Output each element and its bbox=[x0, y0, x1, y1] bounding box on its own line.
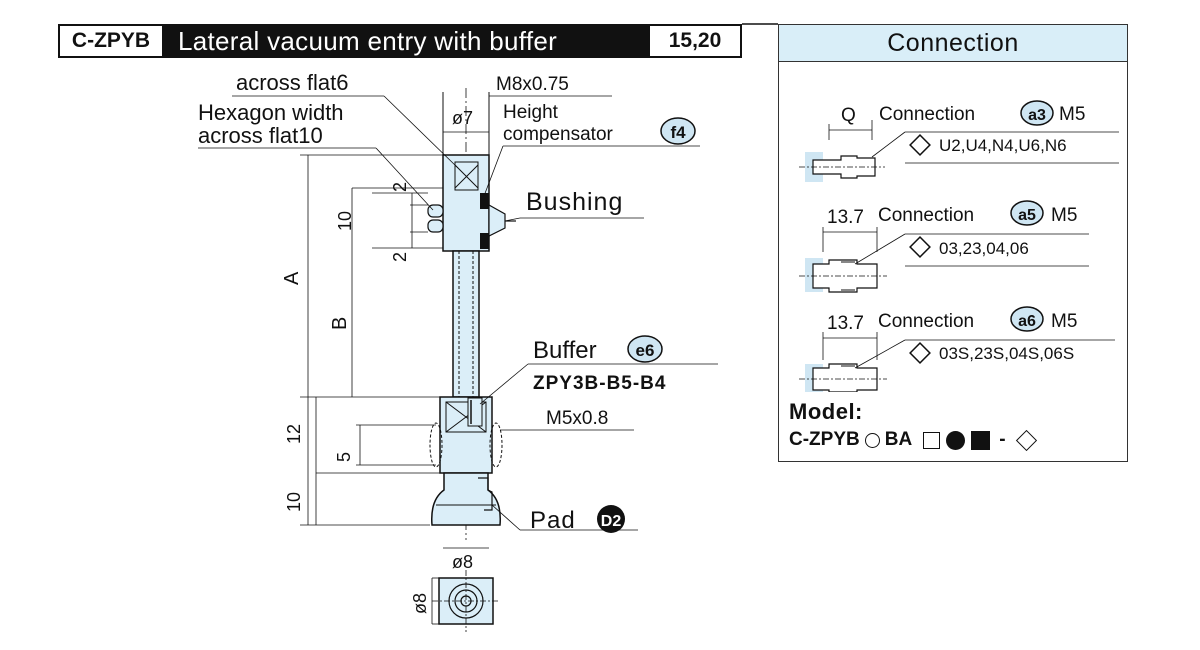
model-ba: BA bbox=[884, 429, 913, 450]
connection-label-a5: Connection bbox=[878, 205, 974, 226]
thread-label: M8x0.75 bbox=[496, 74, 569, 95]
hex-width-label-2: across flat10 bbox=[198, 123, 323, 148]
pad-side-diameter-label: ø8 bbox=[410, 593, 430, 614]
dim-5: 5 bbox=[334, 452, 354, 462]
model-prefix: C-ZPYB bbox=[789, 429, 860, 450]
open-square-icon bbox=[923, 431, 941, 449]
side-thread-label: M5x0.8 bbox=[546, 408, 608, 429]
diamond-icon bbox=[909, 236, 931, 258]
height-comp-label-2: compensator bbox=[503, 124, 614, 145]
connection-thread-a6: M5 bbox=[1051, 311, 1077, 332]
dim-2-top: 2 bbox=[390, 182, 410, 192]
svg-text:e6: e6 bbox=[636, 341, 655, 360]
technical-drawing: across flat6 Hexagon width across flat10… bbox=[198, 23, 778, 632]
svg-text:a6: a6 bbox=[1018, 313, 1036, 330]
bushing-label: Bushing bbox=[526, 188, 623, 216]
page-reference: 15,20 bbox=[648, 26, 740, 56]
badge-f4 bbox=[660, 117, 696, 145]
svg-text:a5: a5 bbox=[1018, 207, 1036, 224]
connection-label-a3: Connection bbox=[879, 104, 975, 125]
connection-panel-title: Connection bbox=[779, 25, 1127, 62]
connection-option-a3: Q Connection a3 M5 U2,U4,N4,U6,N6 bbox=[799, 100, 1119, 182]
connection-dim-q: Q bbox=[841, 105, 856, 126]
model-label: Model: bbox=[789, 399, 863, 424]
badge-a5 bbox=[1010, 200, 1044, 226]
across-flat-label: across flat6 bbox=[236, 70, 349, 95]
svg-text:D2: D2 bbox=[601, 513, 622, 530]
connection-option-a6: 13.7 Connection a6 M5 03S,23S,04S,06S bbox=[799, 306, 1115, 392]
connection-label-a6: Connection bbox=[878, 311, 974, 332]
connection-panel: Connection Q Connection a3 M5 U2,U4,N4,U… bbox=[778, 24, 1128, 462]
lower-block bbox=[439, 396, 493, 474]
open-circle-icon bbox=[864, 432, 880, 448]
connection-options-a5: 03,23,04,06 bbox=[939, 239, 1029, 258]
connection-dim-13-7-a5: 13.7 bbox=[827, 207, 864, 228]
product-code: C-ZPYB bbox=[60, 26, 164, 56]
dim-A: A bbox=[281, 271, 303, 285]
filled-circle-icon bbox=[946, 430, 966, 450]
connection-options-a3: U2,U4,N4,U6,N6 bbox=[939, 136, 1067, 155]
pad bbox=[431, 472, 501, 526]
connection-dim-13-7-a6: 13.7 bbox=[827, 313, 864, 334]
hex-width-label-1: Hexagon width bbox=[198, 100, 344, 125]
model-dash: - bbox=[999, 429, 1006, 450]
badge-D2 bbox=[597, 505, 625, 533]
pad-diameter-label: ø8 bbox=[452, 552, 473, 572]
badge-e6 bbox=[627, 335, 663, 363]
connection-options-a6: 03S,23S,04S,06S bbox=[939, 344, 1074, 363]
title-bar: C-ZPYB Lateral vacuum entry with buffer … bbox=[58, 24, 742, 58]
badge-a3 bbox=[1020, 100, 1054, 126]
pad-label: Pad bbox=[530, 507, 576, 534]
buffer-model: ZPY3B-B5-B4 bbox=[533, 373, 666, 394]
dim-2-bottom: 2 bbox=[390, 252, 410, 262]
diamond-icon bbox=[1015, 429, 1037, 451]
product-title: Lateral vacuum entry with buffer bbox=[164, 26, 648, 56]
model-code: C-ZPYB BA - bbox=[789, 429, 1037, 451]
diamond-icon bbox=[909, 342, 931, 364]
dim-10-top: 10 bbox=[335, 211, 355, 231]
connection-options: Q Connection a3 M5 U2,U4,N4,U6,N6 13.7 C… bbox=[799, 100, 1119, 392]
dim-10-bottom: 10 bbox=[284, 492, 304, 512]
svg-text:a3: a3 bbox=[1028, 107, 1046, 124]
buffer-label: Buffer bbox=[533, 337, 597, 364]
dim-B: B bbox=[329, 317, 351, 330]
diameter-top-label: ø7 bbox=[452, 108, 473, 128]
filled-square-icon bbox=[971, 430, 991, 450]
rod bbox=[452, 250, 480, 398]
height-comp-label-1: Height bbox=[503, 102, 559, 123]
connection-thread-a3: M5 bbox=[1059, 104, 1085, 125]
connection-thread-a5: M5 bbox=[1051, 205, 1077, 226]
dim-12: 12 bbox=[284, 424, 304, 444]
connection-option-a5: 13.7 Connection a5 M5 03,23,04,06 bbox=[799, 200, 1089, 293]
badge-a6 bbox=[1010, 306, 1044, 332]
svg-text:f4: f4 bbox=[670, 123, 686, 142]
diamond-icon bbox=[909, 134, 931, 156]
